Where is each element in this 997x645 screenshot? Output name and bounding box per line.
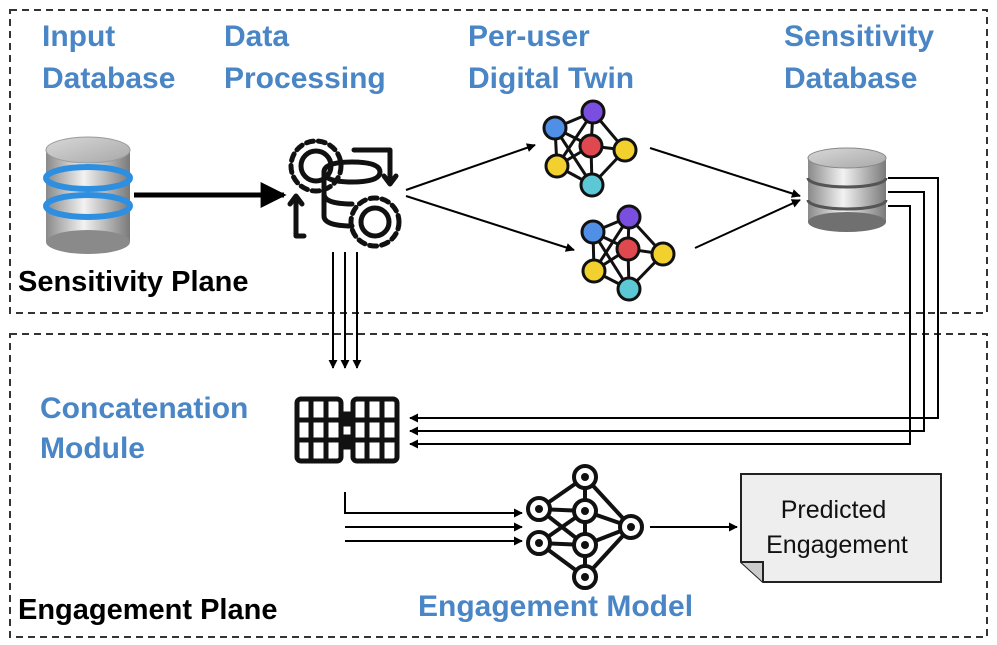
sensitivity-database-icon: [806, 147, 888, 232]
document-icon: [740, 473, 942, 583]
input-database-icon: [43, 136, 133, 254]
engagement-plane-box: [9, 333, 988, 638]
sensitivity-plane-label: Sensitivity Plane: [18, 266, 249, 298]
sensdb-to-concat-arrows: [409, 177, 939, 449]
concatenation-module-label: Concatenation Module: [40, 392, 257, 465]
predicted-engagement-label: Predicted Engagement: [766, 496, 908, 559]
twin2-to-sensdb-arrow: [694, 199, 801, 249]
processing-to-twin1-arrow: [405, 143, 536, 191]
twin1-to-sensdb-arrow: [649, 147, 801, 198]
sensitivity-database-label: Sensitivity Database: [784, 20, 942, 95]
data-processing-label: Data Processing: [224, 20, 386, 95]
gear-processing-icon: [287, 138, 402, 249]
engagement-plane-label: Engagement Plane: [18, 594, 277, 626]
concat-to-model-arrows: [344, 492, 523, 546]
graph-network-icon-2: [580, 204, 676, 302]
input-database-label: Input Database: [42, 20, 175, 95]
grid-concat-icon: [294, 396, 400, 464]
processing-to-concat-arrows: [328, 252, 362, 369]
engagement-model-label: Engagement Model: [418, 590, 693, 623]
graph-network-icon-1: [542, 99, 638, 198]
digital-twin-label: Per-user Digital Twin: [468, 20, 634, 95]
processing-to-twin2-arrow: [405, 195, 575, 252]
sensitivity-plane-box: [9, 9, 988, 314]
neural-network-icon: [526, 464, 644, 590]
